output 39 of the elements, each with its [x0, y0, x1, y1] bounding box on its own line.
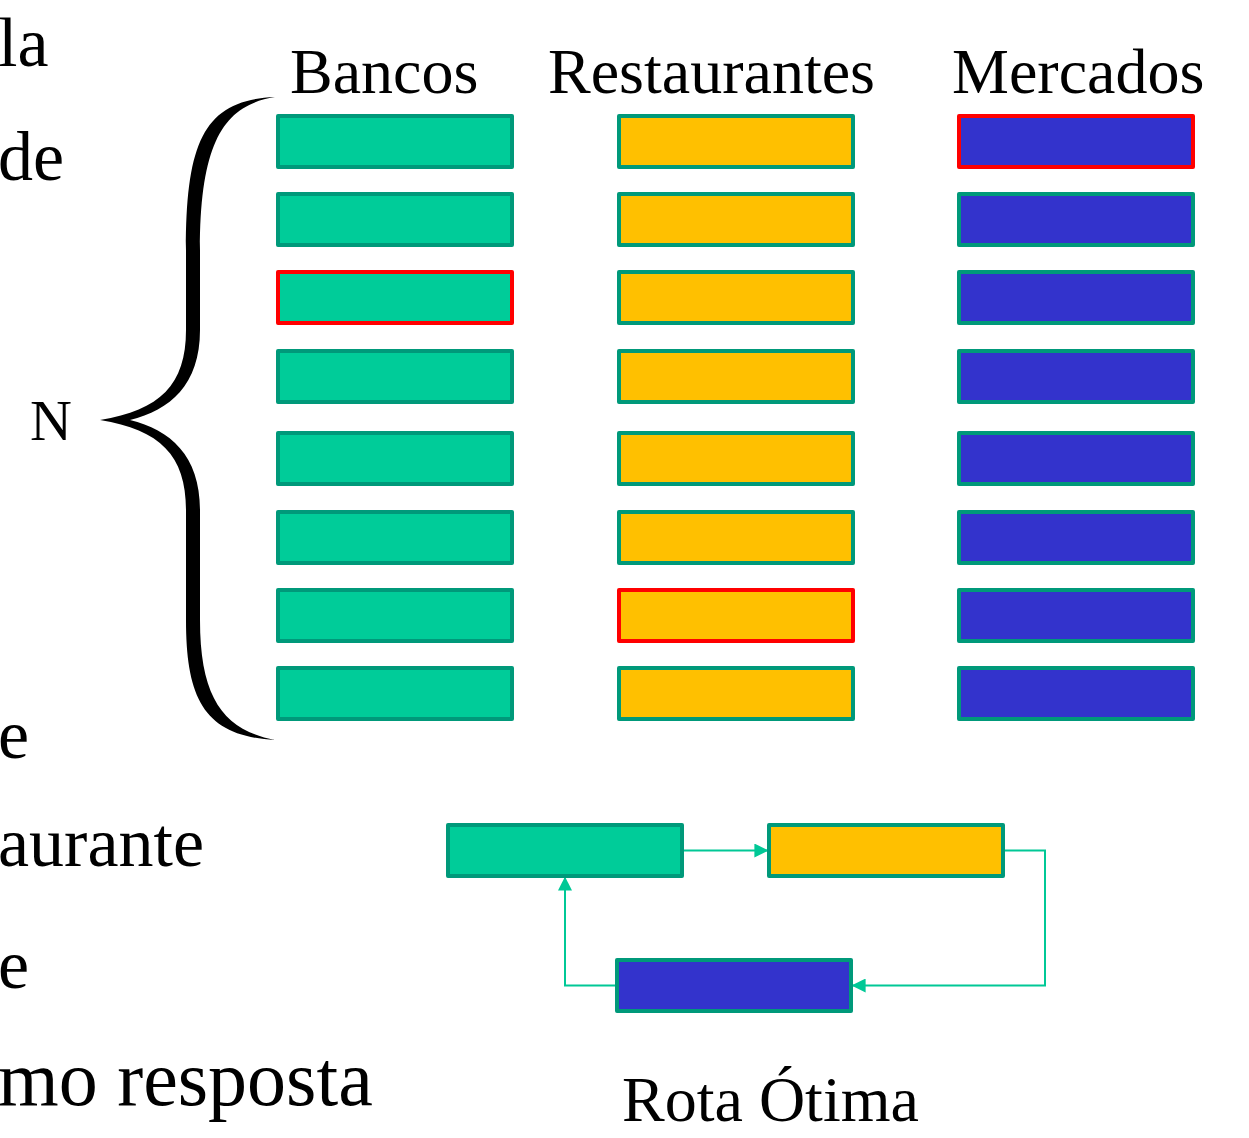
text-fragment: aurante [0, 808, 204, 878]
bar [617, 510, 855, 565]
route-caption: Rota Ótima [622, 1068, 919, 1132]
bar [957, 349, 1195, 404]
bar [957, 270, 1195, 325]
bar [617, 114, 855, 169]
bar [957, 666, 1195, 721]
bar [617, 431, 855, 486]
bar [957, 192, 1195, 247]
text-fragment: la [0, 8, 49, 78]
bar [446, 823, 684, 878]
bar [617, 349, 855, 404]
bar [957, 588, 1195, 643]
bar [957, 114, 1195, 169]
bar [276, 349, 514, 404]
text-fragment: e [0, 930, 30, 1000]
bar [276, 192, 514, 247]
column-heading: Mercados [952, 40, 1205, 104]
bar [957, 431, 1195, 486]
bar [957, 510, 1195, 565]
bar [617, 270, 855, 325]
bar [276, 588, 514, 643]
bar [276, 510, 514, 565]
text-fragment: de [0, 122, 65, 192]
bar [276, 114, 514, 169]
bar [617, 192, 855, 247]
bar [276, 270, 514, 325]
arrow [558, 876, 616, 987]
text-fragment: e [0, 700, 30, 770]
bar [276, 431, 514, 486]
bar [276, 666, 514, 721]
bar [617, 588, 855, 643]
bar [615, 958, 853, 1013]
bar [767, 823, 1005, 878]
column-heading: Bancos [290, 40, 479, 104]
column-heading: Restaurantes [548, 40, 875, 104]
brace-label: N [30, 392, 72, 450]
arrow [683, 843, 769, 858]
bar [617, 666, 855, 721]
